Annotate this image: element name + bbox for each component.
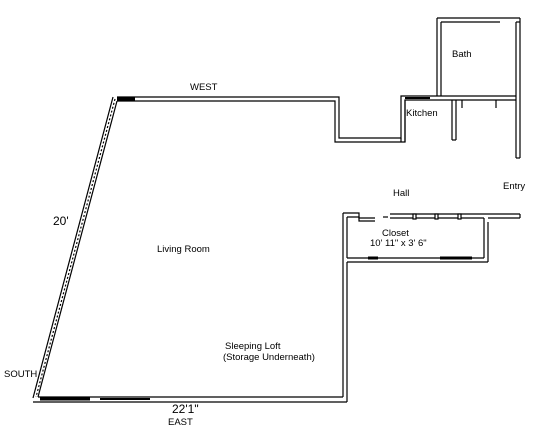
entry-label: Entry	[503, 181, 526, 192]
south-label: SOUTH	[4, 369, 38, 380]
west-label: WEST	[190, 82, 218, 93]
storage-underneath-label: (Storage Underneath)	[223, 352, 315, 363]
sleeping-loft-label: Sleeping Loft	[225, 341, 281, 352]
closet-outline	[343, 212, 375, 219]
bath-label: Bath	[452, 49, 472, 60]
diagonal-dimension-label: 20'	[53, 214, 69, 228]
west-wall-inner	[117, 99, 455, 143]
closet-label: Closet	[382, 228, 409, 239]
closet-size-label: 10' 11" x 3' 6"	[370, 238, 427, 249]
kitchen-label: Kitchen	[406, 108, 438, 119]
east-label: EAST	[168, 417, 193, 428]
diagonal-wall-inner	[37, 100, 118, 398]
east-dimension-label: 22'1"	[172, 402, 199, 416]
west-wall	[117, 95, 455, 139]
diagonal-wall-outer	[32, 96, 114, 399]
living-room-label: Living Room	[157, 244, 210, 255]
hall-label: Hall	[393, 188, 410, 199]
